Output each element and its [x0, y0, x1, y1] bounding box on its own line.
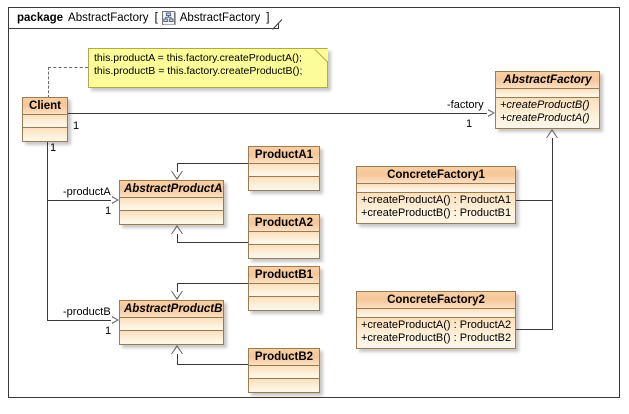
class-box-abstract-product-b[interactable]: AbstractProductB — [119, 300, 224, 345]
class-operations-concrete-factory-2: +createProductA() : ProductA2 +createPro… — [357, 318, 515, 348]
generalization-arrow-abstract-product-a-top — [171, 171, 183, 180]
class-name-abstract-factory: AbstractFactory — [496, 72, 599, 89]
class-operations-abstract-factory: +createProductB() +createProductA() — [496, 98, 599, 128]
class-name-client: Client — [23, 98, 67, 115]
class-attributes-product-b1 — [249, 284, 319, 297]
generalization-productb1-line — [177, 283, 248, 284]
uml-note[interactable]: this.productA = this.factory.createProdu… — [88, 48, 328, 88]
assoc-label-producta-role: -productA — [63, 186, 111, 198]
package-keyword: package — [17, 12, 64, 24]
assoc-client-producta-arrow — [111, 196, 119, 204]
assoc-label-productb-mult: 1 — [105, 325, 112, 337]
class-box-product-a1[interactable]: ProductA1 — [248, 146, 320, 191]
class-attributes-product-b2 — [249, 366, 319, 379]
class-operations-abstract-product-b — [120, 331, 223, 344]
assoc-client-factory-line — [68, 113, 488, 114]
package-tab-corner — [272, 7, 282, 30]
package-header-tab[interactable]: package AbstractFactory [ AbstractFactor… — [8, 7, 279, 29]
package-frame — [8, 7, 620, 398]
class-box-abstract-factory[interactable]: AbstractFactory +createProductB() +creat… — [495, 71, 600, 129]
assoc-client-productb-arrow — [111, 316, 119, 324]
class-name-abstract-product-a: AbstractProductA — [120, 181, 223, 198]
class-name-abstract-product-b: AbstractProductB — [120, 301, 223, 318]
class-box-product-a2[interactable]: ProductA2 — [248, 214, 320, 259]
class-diagram-icon — [161, 11, 176, 25]
generalization-cf2-line — [516, 329, 553, 330]
class-operations-product-a1 — [249, 177, 319, 190]
class-name-concrete-factory-2: ConcreteFactory2 — [357, 292, 515, 309]
class-box-client[interactable]: Client — [22, 97, 68, 142]
class-operations-client — [23, 128, 67, 141]
note-line-2: this.productB = this.factory.createProdu… — [94, 65, 303, 77]
package-name: AbstractFactory — [68, 12, 149, 24]
generalization-producta1-vertical — [177, 163, 178, 172]
generalization-factory-trunk — [552, 138, 553, 329]
class-box-concrete-factory-2[interactable]: ConcreteFactory2 +createProductA() : Pro… — [356, 291, 516, 349]
class-box-concrete-factory-1[interactable]: ConcreteFactory1 +createProductA() : Pro… — [356, 166, 516, 224]
generalization-producta1-line — [177, 163, 248, 164]
generalization-productb1-vertical — [177, 283, 178, 292]
generalization-productb2-vertical — [177, 354, 178, 365]
operation-row: +createProductB() — [500, 99, 590, 111]
assoc-label-productb-role: -productB — [63, 306, 111, 318]
operation-row: +createProductA() — [500, 112, 590, 124]
class-attributes-abstract-product-a — [120, 198, 223, 211]
assoc-client-factory-arrow — [487, 109, 495, 117]
bracket-close: ] — [266, 12, 270, 24]
assoc-label-factory-role: -factory — [447, 99, 484, 111]
assoc-label-producta-mult: 1 — [105, 205, 112, 217]
class-name-product-a2: ProductA2 — [249, 215, 319, 232]
assoc-label-client-mult-products: 1 — [50, 142, 57, 154]
class-attributes-client — [23, 115, 67, 128]
class-operations-abstract-product-a — [120, 211, 223, 224]
generalization-producta2-vertical — [177, 234, 178, 243]
class-operations-concrete-factory-1: +createProductA() : ProductA1 +createPro… — [357, 193, 515, 223]
assoc-label-factory-mult: 1 — [466, 118, 473, 130]
assoc-client-producta-line — [47, 200, 112, 201]
note-link-horizontal — [48, 67, 88, 68]
class-attributes-product-a1 — [249, 164, 319, 177]
assoc-client-productb-line — [47, 320, 112, 321]
generalization-cf1-line — [516, 200, 553, 201]
note-link-vertical — [48, 67, 49, 98]
generalization-arrow-abstract-product-b-bottom — [171, 345, 183, 354]
class-name-concrete-factory-1: ConcreteFactory1 — [357, 167, 515, 184]
class-box-product-b1[interactable]: ProductB1 — [248, 266, 320, 311]
class-box-product-b2[interactable]: ProductB2 — [248, 348, 320, 393]
note-line-1: this.productA = this.factory.createProdu… — [94, 52, 302, 64]
class-name-product-b1: ProductB1 — [249, 267, 319, 284]
class-attributes-abstract-product-b — [120, 318, 223, 331]
class-box-abstract-product-a[interactable]: AbstractProductA — [119, 180, 224, 225]
class-attributes-concrete-factory-1 — [357, 184, 515, 193]
bracket-open: [ — [154, 12, 158, 24]
operation-row: +createProductB() : ProductB2 — [361, 332, 512, 344]
operation-row: +createProductA() : ProductA2 — [361, 319, 512, 331]
class-operations-product-a2 — [249, 245, 319, 258]
class-name-product-b2: ProductB2 — [249, 349, 319, 366]
generalization-arrow-abstract-product-a-bottom — [171, 225, 183, 234]
class-name-product-a1: ProductA1 — [249, 147, 319, 164]
generalization-producta2-line — [177, 242, 248, 243]
operation-row: +createProductA() : ProductA1 — [361, 194, 512, 206]
operation-row: +createProductB() : ProductB1 — [361, 207, 512, 219]
class-attributes-product-a2 — [249, 232, 319, 245]
generalization-arrow-abstract-factory — [546, 129, 558, 138]
package-diagram-name: AbstractFactory — [179, 12, 261, 24]
class-attributes-concrete-factory-2 — [357, 309, 515, 318]
class-operations-product-b1 — [249, 297, 319, 310]
assoc-label-client-mult-factory: 1 — [73, 120, 80, 132]
class-attributes-abstract-factory — [496, 89, 599, 98]
generalization-productb2-line — [177, 364, 248, 365]
class-operations-product-b2 — [249, 379, 319, 392]
assoc-client-products-trunk — [47, 142, 48, 320]
generalization-arrow-abstract-product-b-top — [171, 291, 183, 300]
